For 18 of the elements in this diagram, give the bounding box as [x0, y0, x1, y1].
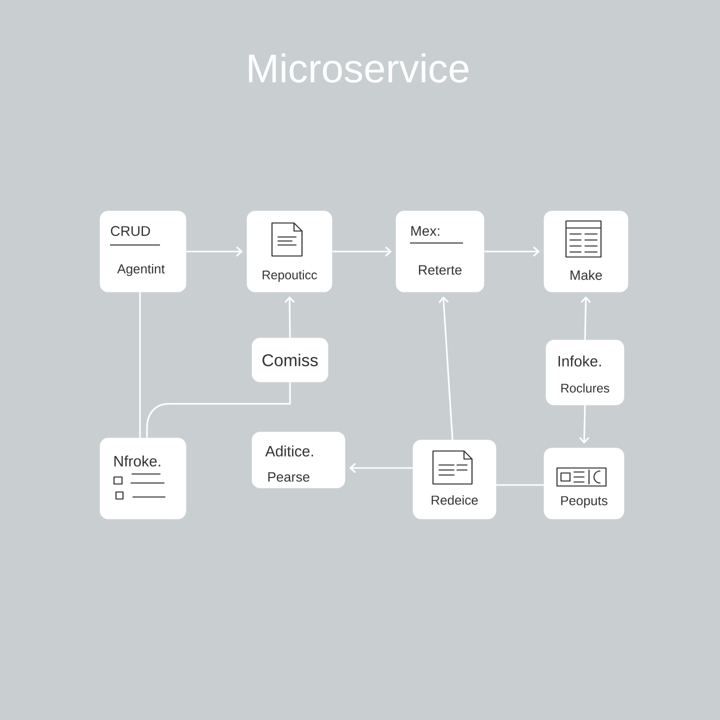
arrow	[438, 296, 454, 440]
arrow	[332, 246, 392, 257]
arrow	[484, 246, 540, 257]
process-box: Repouticc	[246, 210, 332, 292]
process-box: Aditice. Pearse	[252, 432, 346, 488]
process-box: Comiss	[252, 338, 328, 382]
arrow	[186, 246, 243, 257]
process-box: Redeice	[412, 440, 496, 520]
arrow	[579, 405, 590, 444]
arrow	[349, 462, 413, 474]
process-box: Make	[544, 210, 628, 292]
process-box: Peoputs	[544, 448, 624, 520]
arrow	[284, 296, 295, 338]
process-box: CRUD Agentint	[100, 210, 186, 292]
process-box: Nfroke.	[100, 438, 186, 520]
process-box: Infoke. Roclures	[546, 340, 624, 406]
arrow	[580, 296, 591, 340]
process-box: Mex: Reterte	[396, 210, 484, 292]
